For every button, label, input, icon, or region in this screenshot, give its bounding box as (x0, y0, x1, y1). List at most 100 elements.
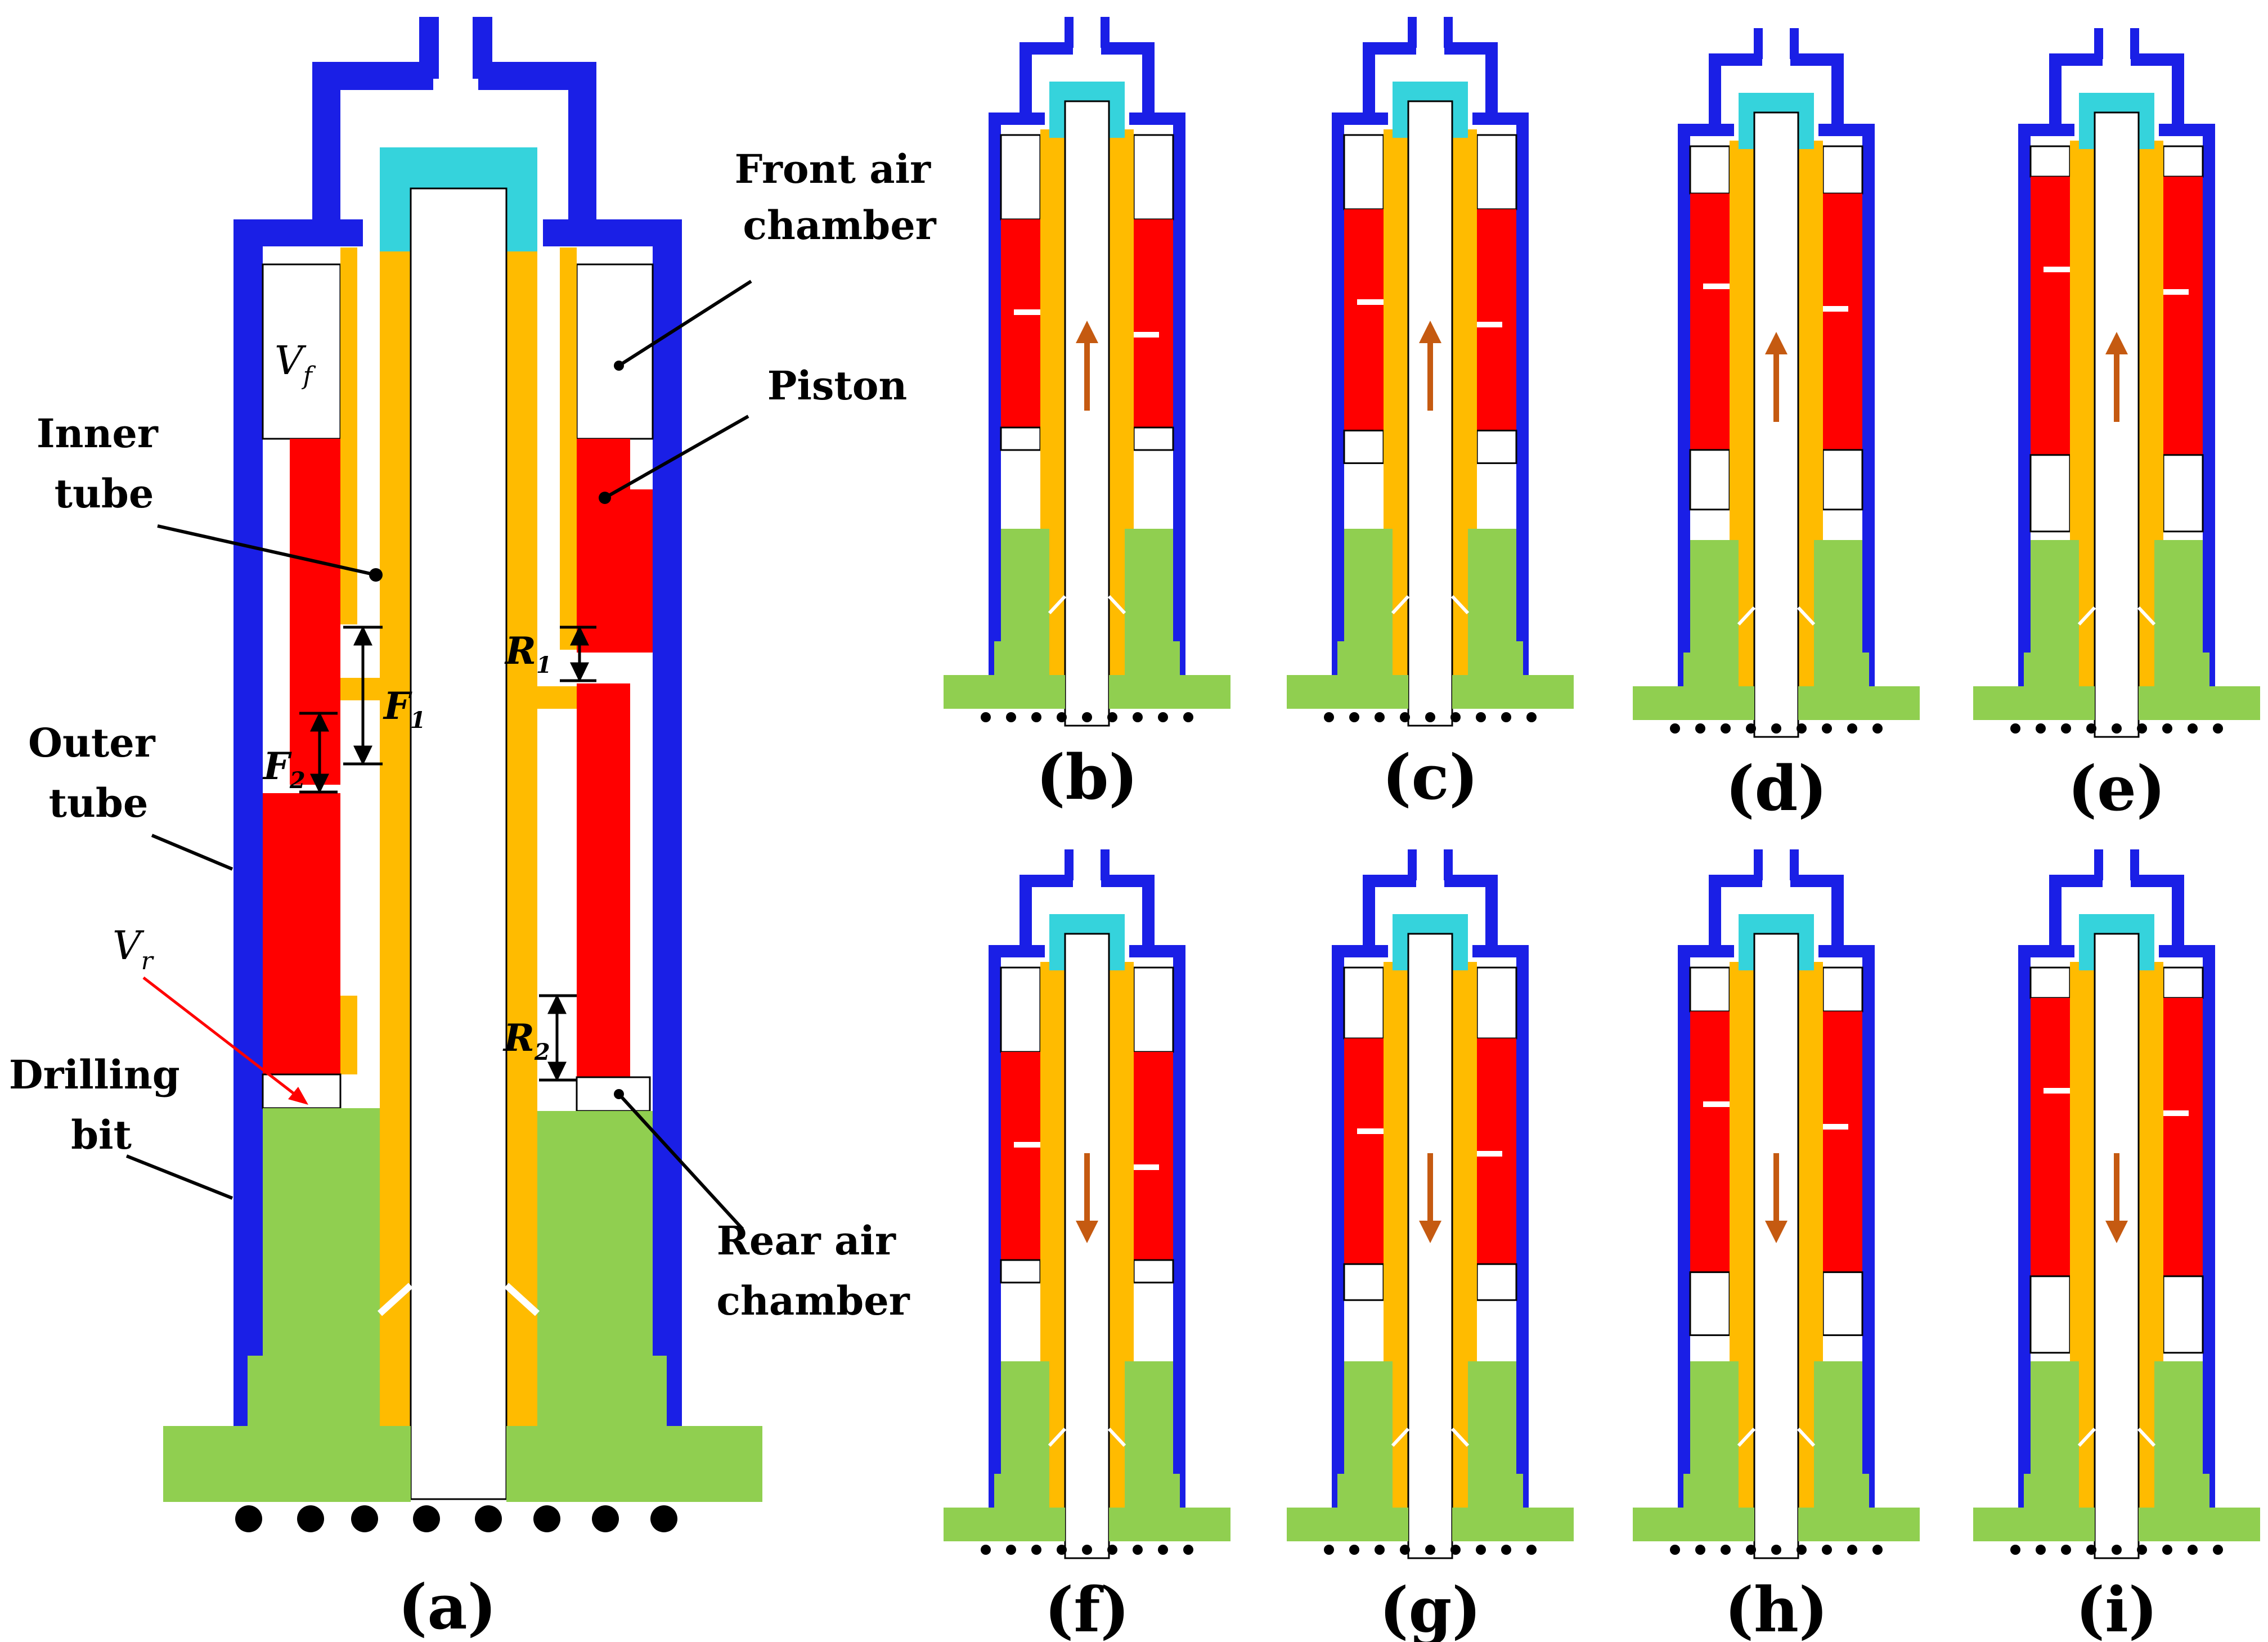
inner-tube-crossport-right (2139, 343, 2163, 354)
outer-tube-top-left (1709, 875, 1762, 887)
inlet-left (1065, 849, 1074, 880)
arrow-down-icon (1765, 1153, 1788, 1243)
outer-tube-right (1516, 113, 1529, 703)
piston-port-left (1703, 284, 1730, 289)
cutting-dot (2086, 1545, 2096, 1555)
outer-tube-top-left (1709, 53, 1762, 66)
piston-port-right (1823, 1124, 1848, 1130)
drilling-bit-base-left (1287, 1508, 1408, 1541)
vent-lines (1737, 606, 1816, 626)
panel-c-schematic: (c) (1287, 17, 1574, 813)
panel-i-schematic: (i) (1973, 849, 2260, 1642)
arrow-up-icon (2105, 332, 2128, 422)
cap-right (1798, 93, 1814, 149)
rear-air-chamber-left (2029, 454, 2071, 533)
piston-port-left (1703, 1101, 1730, 1107)
rear-air-chamber-right (1476, 429, 1517, 464)
piston-port-left (1014, 1142, 1040, 1148)
cutting-dot (2188, 723, 2198, 734)
outer-tube-shoulder-left (989, 945, 1045, 957)
outer-tube-callout: Outer tube (28, 719, 169, 826)
cutting-dot (1450, 1545, 1461, 1555)
arrow-head (1765, 332, 1788, 354)
outer-tube-right (1173, 113, 1185, 703)
front-air-chamber-left (1343, 966, 1385, 1040)
outer-tube-shoulder-right (2159, 945, 2215, 957)
panel-g-schematic: (g) (1287, 849, 1574, 1642)
callout-lines (125, 280, 752, 1231)
cutting-dot (981, 712, 991, 722)
piston-callout: Piston (767, 362, 908, 409)
inner-tube-right (2139, 962, 2154, 1541)
drilling-bit-base-left (1287, 675, 1408, 709)
inner-tube-left (1393, 962, 1408, 1541)
rear-air-chamber-left (1343, 1263, 1385, 1301)
cutting-dot (1324, 1545, 1334, 1555)
piston-left (2031, 177, 2070, 455)
inner-tube-crossport-left (1730, 343, 1754, 354)
drilling-bit-base-right (1452, 1508, 1574, 1541)
outer-tube-left (1678, 124, 1690, 714)
arrow-head (1419, 321, 1441, 343)
panel-g-label: (g) (1379, 1573, 1481, 1642)
inner-tube-crossport-right (1452, 332, 1477, 343)
drilling-bit-base-right (1798, 1508, 1920, 1541)
inner-tube-crossport-left (1040, 1164, 1065, 1176)
vr-pointer (142, 977, 308, 1105)
cutting-dot (1375, 712, 1385, 722)
rear-air-chamber-right (1133, 1259, 1174, 1284)
inner-tube-right (1798, 962, 1814, 1541)
outer-tube-neck-left (1363, 875, 1375, 953)
piston-left (1344, 209, 1384, 431)
front-air-chamber-right (1822, 966, 1863, 1013)
cutting-dot (2036, 1545, 2046, 1555)
inlet-left (1408, 849, 1417, 880)
piston-right (1134, 1052, 1173, 1260)
cutting-dot (2112, 1545, 2122, 1555)
cutting-dot (2061, 723, 2071, 734)
inlet-left (2094, 849, 2103, 880)
piston-port-right (1134, 1164, 1159, 1170)
arrow-head (1419, 1221, 1441, 1243)
cutting-dot (1501, 1545, 1511, 1555)
inner-tube-right (1798, 141, 1814, 720)
inlet-right (1444, 17, 1453, 48)
inner-tube-crossport-left (2070, 1164, 2095, 1176)
drilling-bit (163, 1108, 762, 1502)
cutting-dot (2137, 1545, 2147, 1555)
outer-tube-right (1862, 945, 1875, 1536)
drilling-bit-base-right (1109, 1508, 1230, 1541)
panel-e-label: (e) (2068, 752, 2166, 825)
arrow-down-icon (1419, 1153, 1441, 1243)
inner-tube-left (1049, 129, 1065, 709)
cutting-dot (1847, 723, 1857, 734)
cap-right (1798, 914, 1814, 970)
cutting-dot (1183, 712, 1193, 722)
drilling-bit-base-right (1109, 675, 1230, 709)
cutting-dot (1425, 1545, 1435, 1555)
rear-air-chamber-callout: Rear air chamber (716, 1217, 910, 1324)
inner-tube-left (2079, 962, 2095, 1541)
cutting-dot (1476, 1545, 1486, 1555)
outer-tube-right (2203, 124, 2215, 714)
cutting-dot (1526, 712, 1537, 722)
outer-tube-neck-left (1709, 875, 1721, 953)
arrow-head (2105, 332, 2128, 354)
rear-air-chamber-left (1689, 449, 1731, 511)
cap (380, 147, 537, 251)
panel-i-label: (i) (2076, 1573, 2158, 1642)
panel-f-schematic: (f) (944, 849, 1230, 1642)
cuttings-dots (235, 1505, 677, 1532)
outer-tube (233, 17, 682, 1468)
inner-tube-left (2079, 141, 2095, 720)
cutting-dot (1670, 723, 1680, 734)
vent-lines (1391, 1427, 1470, 1447)
outer-tube-neck-right (1485, 42, 1498, 121)
outer-tube-neck-right (1142, 42, 1155, 121)
piston-right (2163, 998, 2203, 1276)
outer-tube-top-right (1790, 53, 1844, 66)
arrow-head (1076, 1221, 1098, 1243)
inner-tube-left (1049, 962, 1065, 1541)
panel-a-schematic: Vf Vr F1 F2 R1 R2 Front air chamber (9, 17, 937, 1642)
cutting-dot (1158, 712, 1168, 722)
